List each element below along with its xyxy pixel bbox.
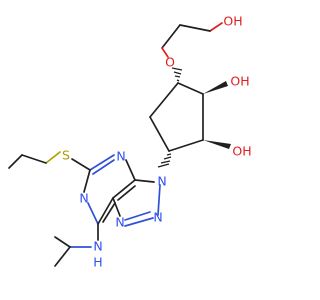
bond-pyr-c7-c3a <box>97 197 114 225</box>
bond-s-ch2 <box>45 151 61 164</box>
bond-c5-s <box>71 158 91 171</box>
bond-layer <box>8 22 231 267</box>
bond-o-ether-chain-end <box>161 47 169 58</box>
bond-triazole-n3-n2 <box>157 184 161 216</box>
n-triazole-3-label: N <box>157 174 166 189</box>
bond-ring-c5-c4 <box>149 82 179 118</box>
s-thioether-label: S <box>62 148 70 163</box>
n-triazole-3-text: N <box>157 174 166 189</box>
o-ether-text: O <box>165 55 175 70</box>
wedge-bond-c2-oh <box>203 140 231 149</box>
n-triazole-1-text: N <box>115 215 124 230</box>
oh-lower-label: OH <box>232 144 251 159</box>
nh-amine-n-text: N <box>93 239 102 254</box>
bond-c-c-chain <box>179 24 211 32</box>
oh-upper-text: OH <box>230 74 249 89</box>
bond-ring-c2-c1 <box>168 139 204 152</box>
nh-amine-h-text: H <box>93 255 102 270</box>
bond-triazole-n2-n1a <box>124 217 154 227</box>
bond-propyl-c2-c3 <box>8 154 23 169</box>
bond-c-o-ether-chain <box>161 24 181 49</box>
n-pyrimidine-bottom-label: N <box>79 191 88 206</box>
oh-terminal-label: OH <box>223 14 242 29</box>
n-triazole-2-text: N <box>153 210 162 225</box>
molecule-structure: OH O OH OH S N N N N N N <box>8 14 252 270</box>
bond-ring-c4-c3 <box>177 82 204 95</box>
n-pyrimidine-bottom-text: N <box>79 191 88 206</box>
bond-oh-terminal-c <box>209 22 223 32</box>
bond-propyl-c1-c2 <box>21 154 47 164</box>
bond-triazole-n2-n1b <box>124 211 151 221</box>
s-thioether-text: S <box>62 148 70 163</box>
oh-terminal-text: OH <box>223 14 242 29</box>
bond-ch-ch3-down <box>54 246 71 267</box>
wedge-bond-c3-oh <box>203 81 228 94</box>
bond-ring-c1-c5 <box>149 116 170 152</box>
bond-triazole-c7a-n3 <box>134 179 155 183</box>
oh-upper-label: OH <box>230 74 249 89</box>
hashed-bond-c1-n <box>157 153 172 168</box>
bond-ch-ch3-up <box>54 236 71 248</box>
n-triazole-1-label: N <box>115 215 124 230</box>
n-pyrimidine-top-label: N <box>116 149 125 164</box>
n-triazole-2-label: N <box>153 210 162 225</box>
oh-lower-text: OH <box>232 144 251 159</box>
bond-pyr-n-c7 <box>87 202 99 225</box>
atom-label-layer: OH O OH OH S N N N N N N <box>62 14 252 270</box>
bond-pyr-c7-c3a-double <box>102 202 116 223</box>
nh-amine-label: N H <box>93 239 102 270</box>
n-pyrimidine-top-text: N <box>116 149 125 164</box>
bond-pyr-n-c5 <box>89 154 115 171</box>
bond-pyr-n-c5-double <box>92 159 115 175</box>
bond-fused-c3a-c7a <box>112 179 136 199</box>
bond-pyr-c7a-n <box>125 159 136 181</box>
bond-pyr-c5-n <box>83 169 91 193</box>
bond-fused-c3a-c7a-inner <box>117 185 136 201</box>
bond-triazole-n1-c3a <box>112 197 121 217</box>
o-ether-label: O <box>165 55 175 70</box>
hashed-bond-c4-o <box>171 67 183 82</box>
